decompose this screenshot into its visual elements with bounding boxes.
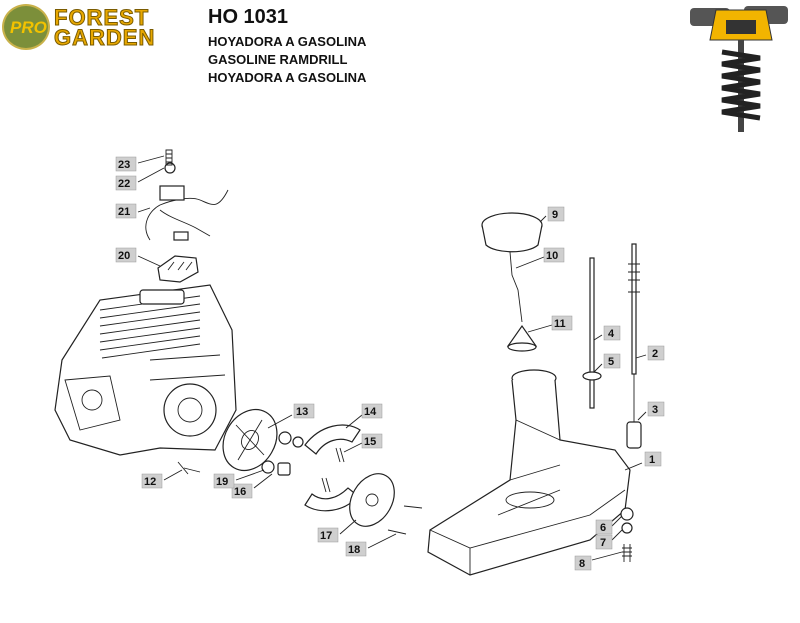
engine-block xyxy=(54,284,237,456)
callout-9: 9 xyxy=(552,209,558,221)
callout-4: 4 xyxy=(608,328,615,340)
callout-6: 6 xyxy=(600,522,606,534)
callout-17: 17 xyxy=(320,530,332,542)
subtitle-line-3: HOYADORA A GASOLINA xyxy=(208,70,367,85)
callout-8: 8 xyxy=(579,558,585,570)
callout-12: 12 xyxy=(144,476,156,488)
callout-2: 2 xyxy=(652,348,658,360)
ignition-assembly xyxy=(145,149,229,283)
callout-23: 23 xyxy=(118,159,130,171)
logo-badge: PRO xyxy=(2,4,50,50)
callout-16: 16 xyxy=(234,486,246,498)
fuel-pickup xyxy=(582,243,642,562)
model-title: HO 1031 xyxy=(208,6,289,28)
callout-19: 19 xyxy=(216,476,228,488)
callout-labels: 1 2 3 4 5 6 7 8 9 10 11 12 13 14 15 16 1 xyxy=(115,155,665,571)
callout-18: 18 xyxy=(348,544,360,556)
callout-7: 7 xyxy=(600,537,606,549)
callout-22: 22 xyxy=(118,178,130,190)
callout-10: 10 xyxy=(546,250,558,262)
callout-15: 15 xyxy=(364,436,376,448)
brand-logo: PRO FOREST GARDEN xyxy=(2,4,192,52)
logo-word-garden: GARDEN xyxy=(53,25,156,50)
callout-21: 21 xyxy=(118,206,130,218)
callout-3: 3 xyxy=(652,404,658,416)
subtitle-line-1: HOYADORA A GASOLINA xyxy=(208,34,367,49)
callout-11: 11 xyxy=(554,318,566,330)
product-photo xyxy=(690,6,788,132)
callout-5: 5 xyxy=(608,356,614,368)
callout-13: 13 xyxy=(296,406,308,418)
fuel-tank xyxy=(427,369,631,576)
callout-14: 14 xyxy=(364,406,377,418)
logo-word-forest: FOREST xyxy=(53,5,150,30)
callout-20: 20 xyxy=(118,250,130,262)
callout-1: 1 xyxy=(649,454,655,466)
subtitle-line-2: GASOLINE RAMDRILL xyxy=(208,52,348,67)
clutch-assembly xyxy=(177,408,423,535)
fuel-cap-assembly xyxy=(481,212,543,352)
